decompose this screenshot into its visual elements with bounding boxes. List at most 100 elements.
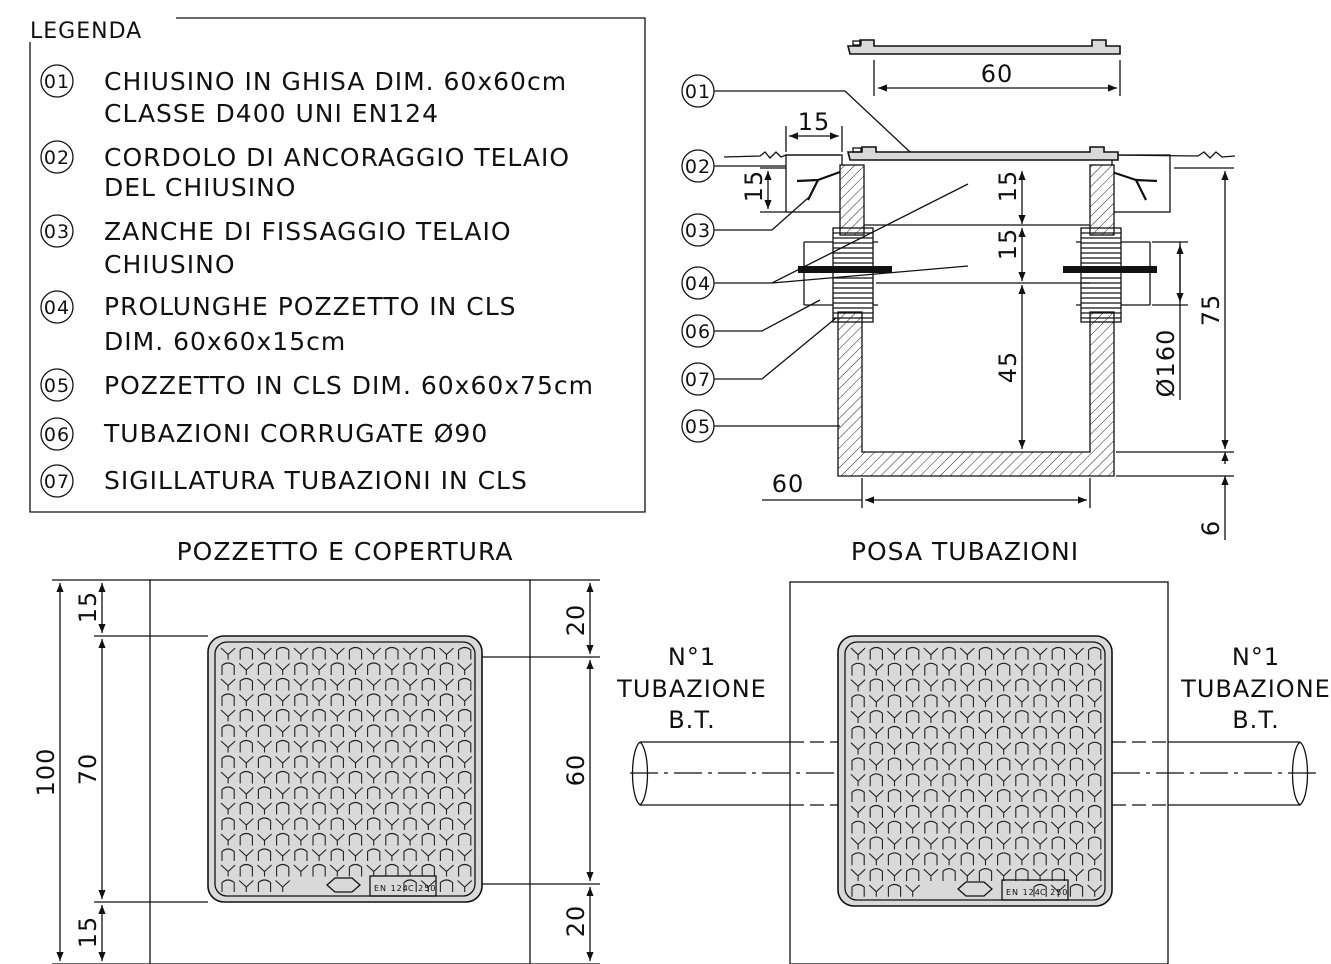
callout-circle <box>40 368 74 402</box>
dim-bottom-margin-label: 15 <box>74 916 102 949</box>
svg-text:N°1: N°1 <box>668 643 716 671</box>
pipe-label-left: N°1 TUBAZIONE B.T. <box>616 643 767 734</box>
legend-item-line1: TUBAZIONI CORRUGATE Ø90 <box>103 419 488 448</box>
legend-item-line2: CHIUSINO <box>104 250 236 279</box>
legend-item-number: 01 <box>44 71 70 93</box>
dim-top-margin-label: 15 <box>74 591 102 624</box>
plan-left-title: POZZETTO E COPERTURA <box>177 537 514 566</box>
legend-frame <box>29 17 646 513</box>
svg-text:01: 01 <box>685 81 711 103</box>
legend-item-line1: PROLUNGHE POZZETTO IN CLS <box>104 292 517 321</box>
anchor-tie-left <box>796 170 841 201</box>
cover-grate-right: EN 124 C 250 <box>837 635 1113 907</box>
svg-text:06: 06 <box>685 321 711 343</box>
dim-right-mid-label: 60 <box>562 754 590 787</box>
plan-right-title: POSA TUBAZIONI <box>851 537 1079 566</box>
svg-text:N°1: N°1 <box>1232 643 1280 671</box>
pipe-collar-left <box>798 266 892 273</box>
corrugated-pipe-right <box>1063 227 1157 323</box>
pipe-left-plan <box>630 741 846 806</box>
section-callouts: 01 02 03 04 06 07 05 <box>681 74 969 443</box>
svg-text:B.T.: B.T. <box>668 706 716 734</box>
callout-circle <box>40 464 74 498</box>
dim-base-width-label: 60 <box>772 470 805 498</box>
extension-wall-left <box>839 164 865 236</box>
legend-item-number: 05 <box>44 375 70 397</box>
legend-item-number: 03 <box>44 221 70 243</box>
svg-text:TUBAZIONE: TUBAZIONE <box>1180 675 1331 703</box>
svg-text:07: 07 <box>685 369 711 391</box>
dim-overall-label: 100 <box>32 748 60 797</box>
rating-plate <box>369 875 437 897</box>
callout-circle <box>40 417 74 451</box>
ground-line-left <box>723 151 840 159</box>
dim-curb-height-label: 15 <box>740 170 768 203</box>
rating-plate-class: C 250 <box>408 884 436 893</box>
legend-item-line2: DIM. 60x60x15cm <box>104 327 346 356</box>
legend-item-05: 05 POZZETTO IN CLS DIM. 60x60x75cm <box>40 368 594 402</box>
pipe-collar-right <box>1063 266 1157 273</box>
legend-item-number: 02 <box>44 147 70 169</box>
svg-text:02: 02 <box>685 156 711 178</box>
svg-text:TUBAZIONE: TUBAZIONE <box>616 675 767 703</box>
svg-text:05: 05 <box>685 416 711 438</box>
legend-item-07: 07 SIGILLATURA TUBAZIONI IN CLS <box>40 464 528 498</box>
rating-plate-standard: EN 124 <box>374 884 409 893</box>
legend-item-01: 01 CHIUSINO IN GHISA DIM. 60x60cm CLASSE… <box>40 64 567 128</box>
dim-inner-label: 70 <box>74 753 102 786</box>
plan-left: POZZETTO E COPERTURA EN 124 C 250 100 15… <box>32 537 600 964</box>
dim-right-top-label: 20 <box>562 604 590 637</box>
section-view: 60 <box>681 39 1236 540</box>
dim-pipe-diameter-label: Ø160 <box>1152 329 1180 398</box>
rating-plate-class: C 250 <box>1040 888 1068 897</box>
dim-cover-width-label: 60 <box>981 60 1014 88</box>
legend: LEGENDA 01 CHIUSINO IN GHISA DIM. 60x60c… <box>29 17 646 513</box>
ground-line-right <box>1113 151 1236 159</box>
dim-frame-height-label: 15 <box>994 170 1022 203</box>
corrugated-pipe-left <box>798 227 892 323</box>
dim-curb-width-label: 15 <box>798 108 831 136</box>
grate-pattern <box>220 646 473 892</box>
legend-title: LEGENDA <box>30 19 142 44</box>
legend-item-line1: SIGILLATURA TUBAZIONI IN CLS <box>104 466 528 495</box>
legend-item-number: 07 <box>44 471 70 493</box>
legend-item-06: 06 TUBAZIONI CORRUGATE Ø90 <box>40 417 488 451</box>
legend-item-line2: DEL CHIUSINO <box>104 173 296 202</box>
svg-text:B.T.: B.T. <box>1232 706 1280 734</box>
callout-circle <box>40 214 74 248</box>
legend-item-line1: CHIUSINO IN GHISA DIM. 60x60cm <box>104 67 567 96</box>
precast-pit <box>837 311 1115 477</box>
svg-text:03: 03 <box>685 220 711 242</box>
rating-plate <box>1001 879 1069 901</box>
svg-text:04: 04 <box>685 273 711 295</box>
pit-outline-plan <box>149 579 531 964</box>
dim-extension-height-label: 15 <box>994 228 1022 261</box>
callout-circle <box>40 290 74 324</box>
legend-item-line1: ZANCHE DI FISSAGGIO TELAIO <box>104 217 512 246</box>
cover-exploded <box>846 39 1121 55</box>
cover-grate-left: EN 124 C 250 <box>207 635 483 903</box>
anchor-tie-right <box>1111 170 1158 201</box>
dim-slab-thickness-label: 6 <box>1197 520 1225 536</box>
cover-installed <box>846 146 1119 161</box>
extension-wall-right <box>1089 164 1115 236</box>
lifting-slot <box>957 881 993 897</box>
pipe-right-plan <box>1112 741 1318 806</box>
rating-plate-standard: EN 124 <box>1006 888 1041 897</box>
callout-circle <box>40 64 74 98</box>
callout-circle <box>40 140 74 174</box>
plan-right: POSA TUBAZIONI EN 124 C 250 N°1 <box>616 537 1331 964</box>
legend-item-04: 04 PROLUNGHE POZZETTO IN CLS DIM. 60x60x… <box>40 290 517 356</box>
anchoring-curb-left <box>785 154 843 213</box>
legend-item-line1: CORDOLO DI ANCORAGGIO TELAIO <box>104 143 570 172</box>
legend-item-number: 04 <box>44 297 70 319</box>
grate-pattern <box>850 646 1103 897</box>
dim-total-height-label: 75 <box>1197 294 1225 327</box>
legend-item-line2: CLASSE D400 UNI EN124 <box>104 99 439 128</box>
legend-item-line1: POZZETTO IN CLS DIM. 60x60x75cm <box>104 371 594 400</box>
legend-item-03: 03 ZANCHE DI FISSAGGIO TELAIO CHIUSINO <box>40 214 512 279</box>
legend-item-number: 06 <box>44 424 70 446</box>
pipe-label-right: N°1 TUBAZIONE B.T. <box>1180 643 1331 734</box>
legend-item-02: 02 CORDOLO DI ANCORAGGIO TELAIO DEL CHIU… <box>40 140 570 202</box>
